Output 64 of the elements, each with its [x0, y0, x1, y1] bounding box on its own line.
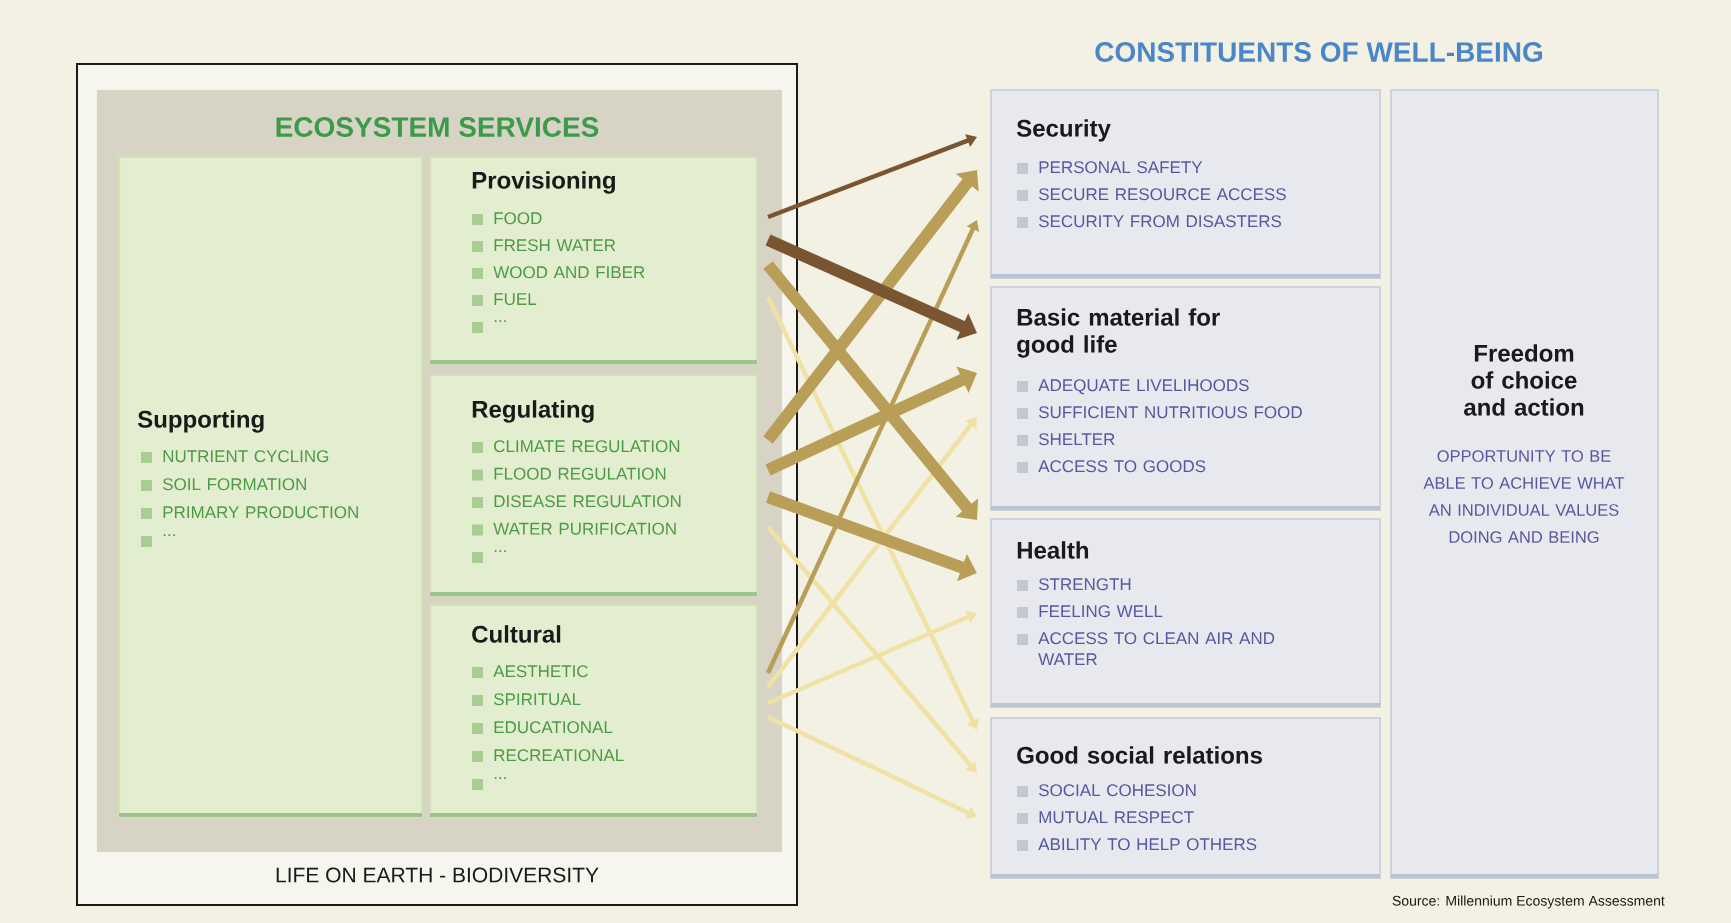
list-item: ... — [141, 534, 175, 547]
source-note: Source: Millennium Ecosystem Assessment — [1392, 895, 1665, 909]
section-title: CONSTITUENTS OF WELL-BEING — [1095, 42, 1543, 62]
arrow — [763, 261, 979, 520]
service-box — [118, 156, 423, 818]
list-item: SUFFICIENT NUTRITIOUS FOOD — [1017, 406, 1302, 419]
box-heading: Good social relations — [1017, 746, 1262, 764]
list-item: NUTRIENT CYCLING — [141, 450, 329, 463]
list-item: ... — [472, 550, 506, 563]
service-box — [429, 374, 758, 597]
arrow — [767, 714, 977, 819]
box-description: OPPORTUNITY TO BE ABLE TO ACHIEVE WHAT AN INDIVIDUAL VALUES DOING AND BEING — [1423, 450, 1625, 543]
arrow — [766, 417, 977, 689]
list-item: ... — [472, 777, 506, 790]
well-being-box — [990, 717, 1381, 879]
service-box — [429, 156, 758, 365]
well-being-box — [990, 518, 1381, 708]
arrow — [767, 134, 977, 220]
box-heading: Cultural — [472, 625, 561, 643]
list-item: FLOOD REGULATION — [472, 467, 666, 481]
list-item: MUTUAL RESPECT — [1017, 811, 1194, 824]
arrow — [767, 610, 977, 706]
list-item: SHELTER — [1017, 433, 1115, 446]
list-item: ... — [472, 320, 506, 333]
list-item: RECREATIONAL — [472, 749, 624, 762]
service-box — [429, 604, 758, 818]
box-heading: Supporting — [137, 410, 264, 433]
list-item: EDUCATIONAL — [472, 721, 613, 734]
arrow — [766, 525, 977, 773]
arrow — [766, 296, 979, 730]
arrow — [763, 170, 979, 444]
well-being-box — [990, 89, 1381, 279]
well-being-box — [990, 286, 1381, 511]
well-being-box — [1390, 89, 1659, 879]
box-heading: Regulating — [472, 400, 594, 423]
arrow — [765, 366, 977, 476]
box-heading: Basic material for good life — [1017, 308, 1220, 358]
list-item: SECURITY FROM DISASTERS — [1017, 215, 1282, 228]
list-item: ACCESS TO CLEAN AIR AND WATER — [1017, 632, 1275, 666]
list-item: WATER PURIFICATION — [472, 522, 676, 536]
box-heading: Provisioning — [472, 171, 615, 194]
list-item: SOIL FORMATION — [141, 478, 306, 491]
list-item: FRESH WATER — [472, 239, 616, 252]
list-item: WOOD AND FIBER — [472, 266, 645, 279]
list-item: PERSONAL SAFETY — [1017, 161, 1203, 174]
box-heading: Health — [1017, 541, 1089, 559]
list-item: CLIMATE REGULATION — [472, 440, 680, 453]
list-item: STRENGTH — [1017, 578, 1131, 591]
list-item: SOCIAL COHESION — [1017, 784, 1196, 797]
box-heading: Freedom of choice and action — [1464, 344, 1584, 416]
box-heading: Security — [1016, 119, 1111, 142]
list-item: ACCESS TO GOODS — [1017, 460, 1206, 473]
list-item: AESTHETIC — [472, 665, 588, 678]
frame-label: LIFE ON EARTH - BIODIVERSITY — [276, 867, 599, 883]
list-item: FOOD — [472, 212, 542, 225]
list-item: SECURE RESOURCE ACCESS — [1017, 188, 1286, 201]
list-item: ABILITY TO HELP OTHERS — [1017, 838, 1257, 851]
panel-heading: ECOSYSTEM SERVICES — [276, 117, 599, 137]
list-item: FUEL — [472, 293, 537, 306]
list-item: SPIRITUAL — [472, 693, 581, 706]
list-item: ADEQUATE LIVELIHOODS — [1017, 379, 1249, 395]
list-item: FEELING WELL — [1017, 605, 1163, 618]
list-item: PRIMARY PRODUCTION — [141, 506, 358, 519]
list-item: DISEASE REGULATION — [472, 495, 681, 508]
